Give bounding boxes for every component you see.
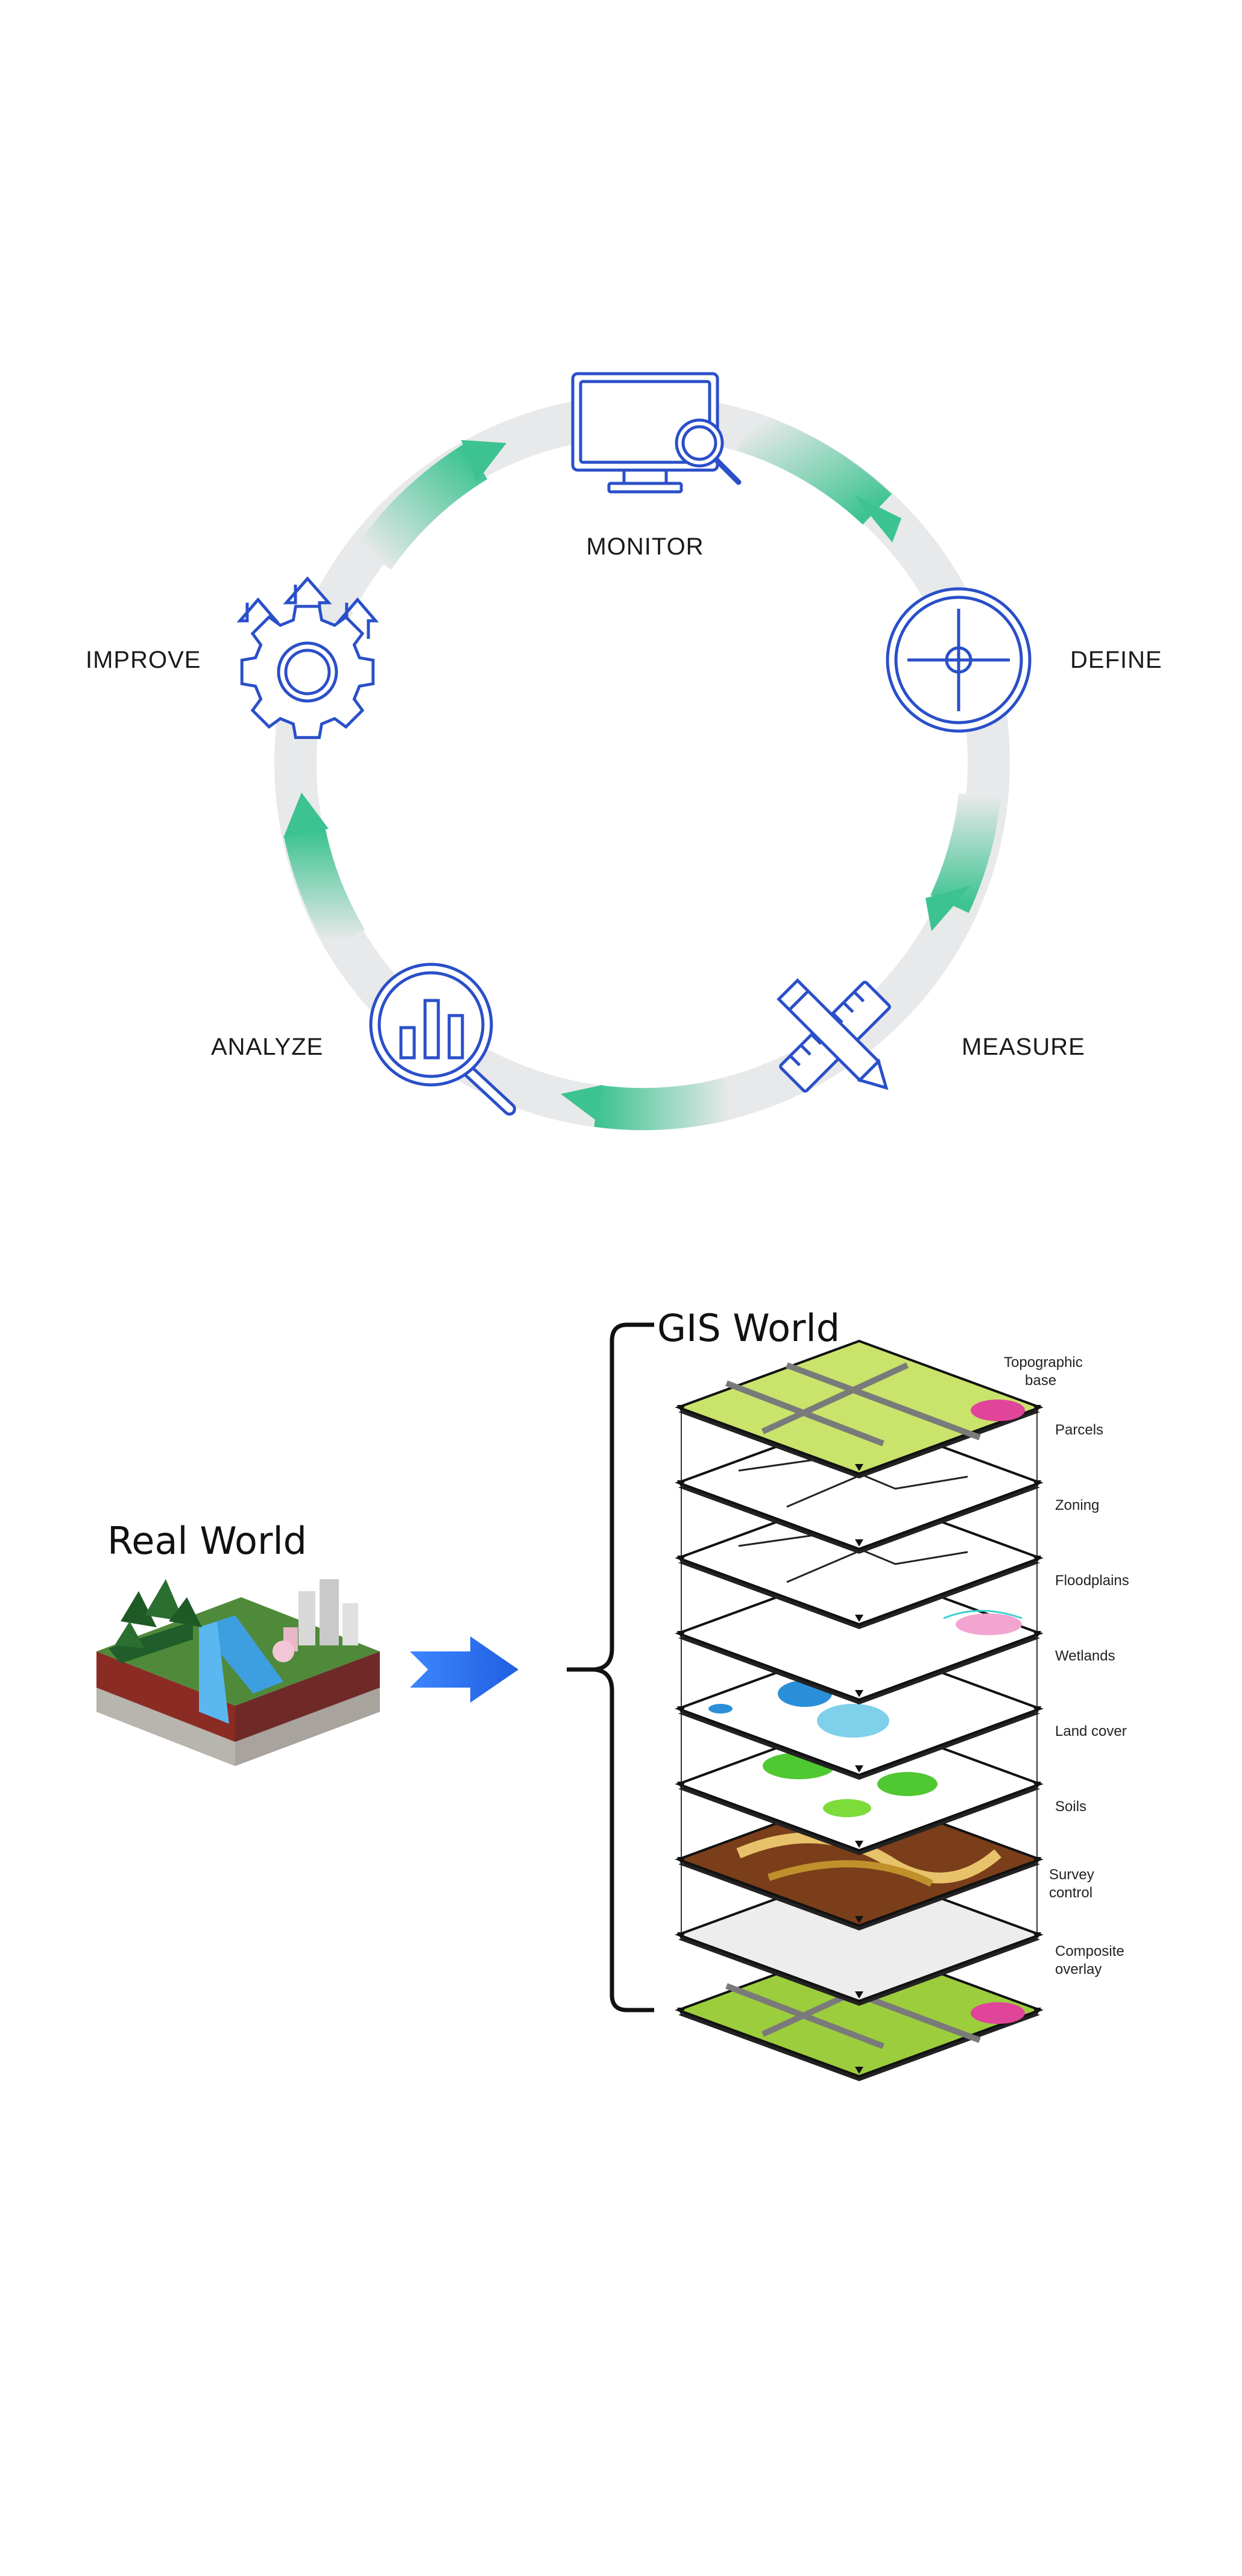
layer-topographic-base bbox=[675, 1339, 1044, 1478]
layer-parcels bbox=[675, 1415, 1044, 1554]
layer-composite-overlay bbox=[675, 1942, 1044, 2081]
cycle-arrow-measure-to-analyze bbox=[594, 1078, 735, 1131]
gis-world-title: GIS World bbox=[657, 1306, 840, 1350]
cycle-arrow-analyze-to-improve bbox=[283, 827, 365, 951]
cycle-arrow-improve-to-monitor bbox=[356, 443, 488, 570]
layer-zoning bbox=[675, 1490, 1044, 1629]
layer-label-composite-overlay-2: overlay bbox=[1055, 1961, 1102, 1978]
layer-label-floodplains: Floodplains bbox=[1055, 1572, 1129, 1589]
layer-floodplains bbox=[675, 1565, 1044, 1704]
cycle-arrowhead bbox=[461, 440, 506, 482]
layer-label-composite-overlay: Composite bbox=[1055, 1943, 1124, 1959]
layer-stack bbox=[675, 1339, 1044, 2081]
step-label-improve: IMPROVE bbox=[86, 647, 201, 673]
improvement-cycle: MONITOR DEFINE MEASURE ANALYZE IMPROVE bbox=[86, 372, 1162, 1131]
layer-label-survey-control: Survey bbox=[1049, 1867, 1094, 1883]
bar-chart-magnifier-icon bbox=[369, 963, 516, 1116]
step-label-monitor: MONITOR bbox=[586, 533, 704, 560]
cycle-arrowhead bbox=[283, 793, 329, 838]
ruler-pencil-icon bbox=[777, 978, 891, 1093]
layer-label-topographic-base: Topographic bbox=[1004, 1354, 1083, 1371]
layer-label-wetlands: Wetlands bbox=[1055, 1648, 1115, 1664]
layer-label-soils: Soils bbox=[1055, 1798, 1086, 1815]
monitor-magnifier-icon bbox=[571, 372, 742, 494]
gis-bracket bbox=[567, 1322, 654, 2012]
cycle-arrowhead bbox=[925, 886, 971, 931]
layer-land-cover bbox=[675, 1716, 1044, 1855]
real-world-title: Real World bbox=[107, 1519, 307, 1563]
layer-soils bbox=[675, 1791, 1044, 1930]
step-label-define: DEFINE bbox=[1070, 647, 1162, 673]
cycle-arrowhead bbox=[853, 494, 901, 542]
layer-wetlands bbox=[675, 1641, 1044, 1780]
real-world-illustration bbox=[96, 1579, 380, 1766]
gear-up-arrows-icon bbox=[236, 576, 379, 740]
cycle-arrow-monitor-to-define bbox=[738, 410, 892, 525]
layer-label-zoning: Zoning bbox=[1055, 1497, 1099, 1513]
step-label-analyze: ANALYZE bbox=[211, 1034, 323, 1060]
step-label-measure: MEASURE bbox=[962, 1034, 1085, 1060]
layer-label-survey-control-2: control bbox=[1049, 1885, 1092, 1901]
layer-survey-control bbox=[675, 1867, 1044, 2006]
target-crosshair-icon bbox=[886, 587, 1032, 733]
cycle-arrowhead bbox=[561, 1085, 603, 1121]
layer-label-topographic-base-2: base bbox=[1025, 1372, 1056, 1389]
layer-label-parcels: Parcels bbox=[1055, 1422, 1103, 1438]
layer-labels: Topographic base Parcels Zoning Floodpla… bbox=[1004, 1354, 1129, 1978]
transform-arrow bbox=[410, 1636, 519, 1703]
gis-layers-diagram: Real World GIS World bbox=[96, 1306, 1129, 2081]
layer-label-land-cover: Land cover bbox=[1055, 1723, 1127, 1739]
